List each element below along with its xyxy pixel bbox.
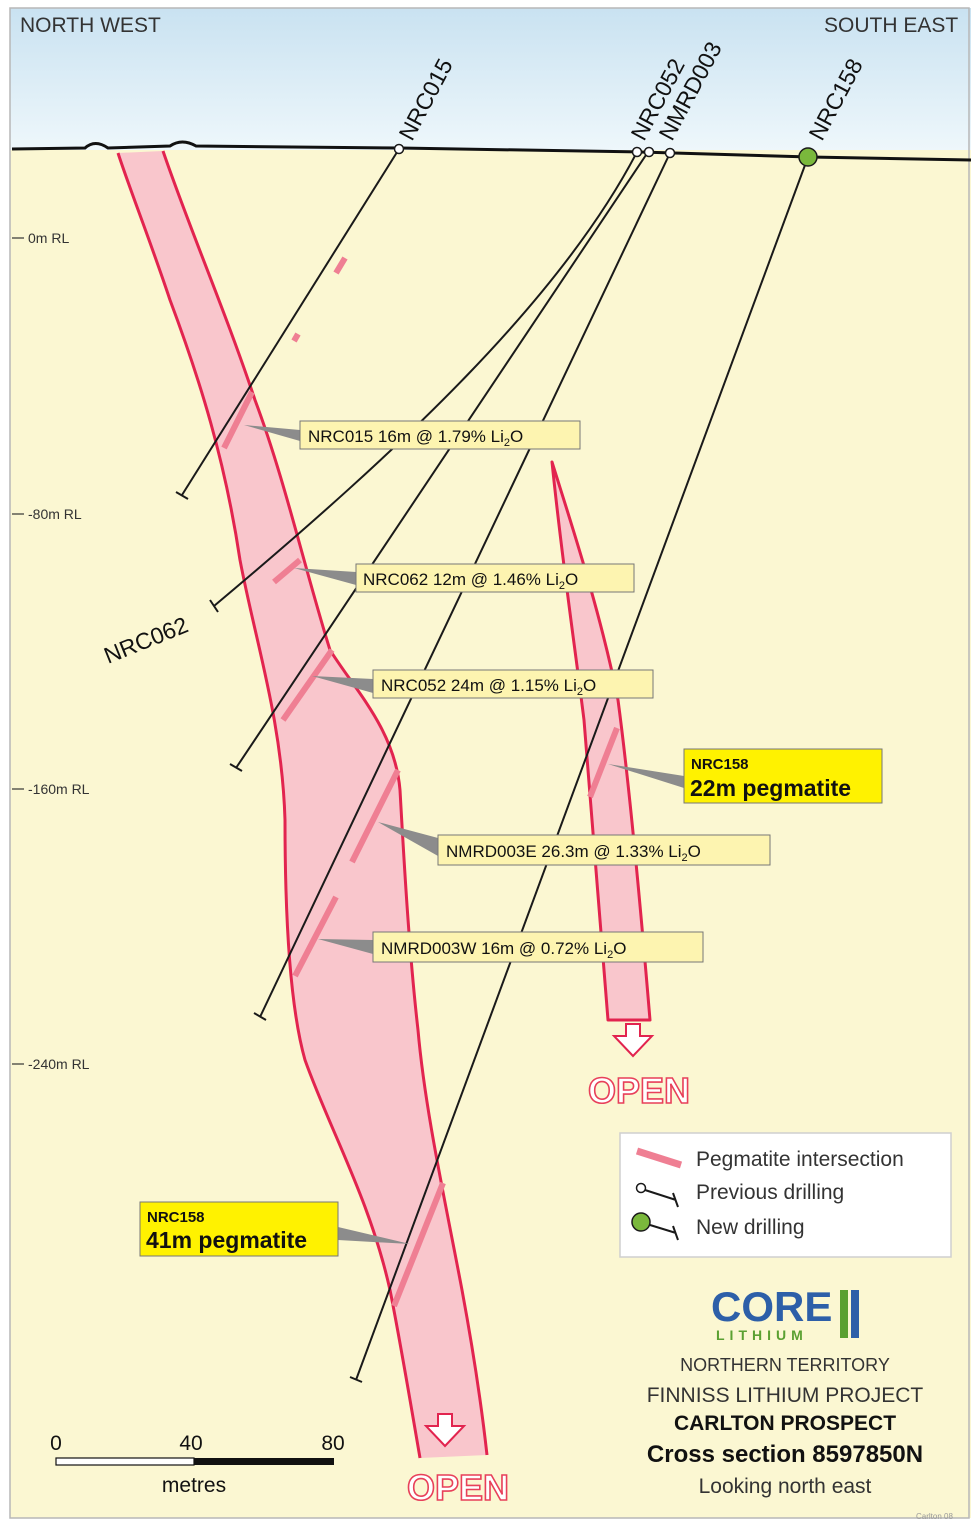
new-intercept-hole: NRC158 [691, 756, 749, 773]
callout-text: NRC062 12m @ 1.46% Li2O [363, 570, 578, 592]
collar-nrc062 [645, 148, 654, 157]
rl-label-0: 0m RL [28, 230, 69, 246]
legend-new-label: New drilling [696, 1216, 805, 1239]
scale-tick-80: 80 [321, 1432, 344, 1455]
south-east-label: SOUTH EAST [824, 14, 958, 37]
callout-tail: O [613, 939, 626, 958]
logo-bar-green [840, 1290, 848, 1338]
callout-tail: O [565, 570, 578, 589]
scale-tick-0: 0 [50, 1432, 62, 1455]
footer-code: Carlton 08 [916, 1512, 953, 1521]
territory-label: NORTHERN TERRITORY [680, 1355, 890, 1375]
new-intercept-lower: NRC158 41m pegmatite [140, 1202, 338, 1256]
callout-main: NMRD003E 26.3m @ 1.33% Li [446, 842, 682, 861]
callout-main: NMRD003W 16m @ 0.72% Li [381, 939, 607, 958]
callout-main: NRC015 16m @ 1.79% Li [308, 427, 504, 446]
legend-previous-collar-icon [637, 1184, 646, 1193]
callout-text: NMRD003W 16m @ 0.72% Li2O [381, 939, 626, 961]
prospect-label: CARLTON PROSPECT [674, 1412, 896, 1435]
intersection-nrc015-minor-2 [294, 334, 298, 341]
section-label: Cross section 8597850N [647, 1441, 923, 1468]
callout-nrc015: NRC015 16m @ 1.79% Li2O [300, 421, 580, 449]
looking-label: Looking north east [699, 1475, 872, 1498]
collar-nmrd003 [666, 149, 675, 158]
rl-label-160: -160m RL [28, 781, 90, 797]
logo-wordmark: CORE [711, 1283, 832, 1330]
collar-nrc015 [395, 145, 404, 154]
legend: Pegmatite intersection Previous drilling… [620, 1133, 951, 1257]
callout-tail: O [510, 427, 523, 446]
callout-nmrd003w: NMRD003W 16m @ 0.72% Li2O [373, 932, 703, 962]
callout-main: NRC052 24m @ 1.15% Li [381, 676, 577, 695]
logo-subtitle: LITHIUM [716, 1327, 808, 1343]
north-west-label: NORTH WEST [20, 14, 161, 37]
legend-pegmatite-label: Pegmatite intersection [696, 1148, 904, 1171]
callout-nmrd003e: NMRD003E 26.3m @ 1.33% Li2O [438, 835, 770, 865]
rl-label-240: -240m RL [28, 1056, 90, 1072]
legend-previous-label: Previous drilling [696, 1181, 844, 1204]
project-label: FINNISS LITHIUM PROJECT [647, 1384, 924, 1407]
callout-text: NRC015 16m @ 1.79% Li2O [308, 427, 523, 449]
new-intercept-upper: NRC158 22m pegmatite [684, 749, 882, 803]
new-intercept-result: 22m pegmatite [690, 775, 851, 801]
new-intercept-hole: NRC158 [147, 1209, 205, 1226]
callout-main: NRC062 12m @ 1.46% Li [363, 570, 559, 589]
new-intercept-result: 41m pegmatite [146, 1227, 307, 1253]
callout-tail: O [688, 842, 701, 861]
callout-nrc062: NRC062 12m @ 1.46% Li2O [356, 564, 634, 592]
scale-segment-white [56, 1458, 194, 1465]
callout-text: NMRD003E 26.3m @ 1.33% Li2O [446, 842, 701, 864]
logo-bar-blue [851, 1290, 859, 1338]
legend-new-collar-icon [632, 1213, 650, 1231]
scale-unit: metres [162, 1474, 226, 1497]
open-label: OPEN [588, 1070, 690, 1111]
open-label: OPEN [407, 1467, 509, 1508]
scale-tick-40: 40 [179, 1432, 202, 1455]
scale-segment-black [194, 1458, 334, 1465]
collar-nrc052 [633, 148, 642, 157]
rl-label-80: -80m RL [28, 506, 82, 522]
callout-text: NRC052 24m @ 1.15% Li2O [381, 676, 596, 698]
callout-tail: O [583, 676, 596, 695]
callout-nrc052: NRC052 24m @ 1.15% Li2O [373, 670, 653, 698]
collar-nrc158 [799, 148, 817, 166]
